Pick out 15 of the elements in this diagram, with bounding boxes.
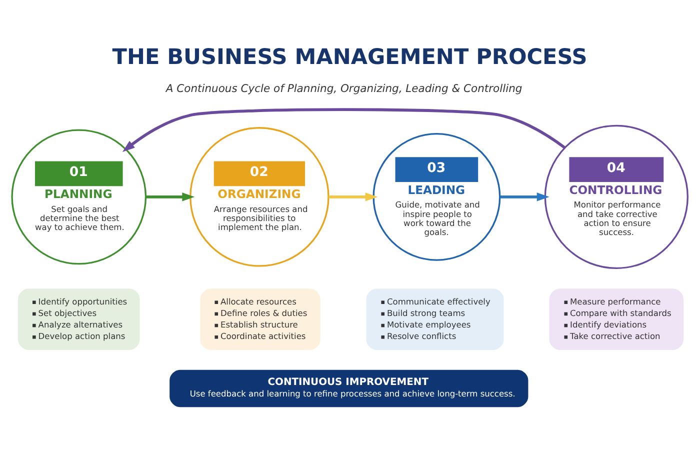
node-box: Measure performance Compare with standards Identify deviations Take corrective action bbox=[549, 288, 684, 350]
diagram-title: THE BUSINESS MANAGEMENT PROCESS bbox=[112, 44, 588, 70]
node-circle: 02 ORGANIZING Arrange resources and responsibilities to implement the plan. bbox=[190, 126, 330, 266]
arrow bbox=[500, 192, 550, 201]
node-circle: 01 PLANNING Set goals and determine the best way to achieve them. bbox=[11, 128, 147, 264]
arrow bbox=[146, 192, 195, 201]
label: A Continuous Cycle of Planning, Organizing, Leading & Controlling bbox=[166, 81, 522, 94]
node-circle: 04 CONTROLLING Monitor performance and take corrective action to ensure success. bbox=[544, 124, 688, 268]
node-box: Identify opportunities Set objectives Analyze alternatives Develop action plans bbox=[18, 288, 140, 350]
node-circle: 03 LEADING Guide, motivate and inspire people to work toward the goals. bbox=[372, 132, 501, 260]
node-box: Allocate resources Define roles & duties Establish structure Coordinate activities bbox=[200, 288, 320, 350]
arrow bbox=[122, 108, 566, 152]
node-box: CONTINUOUS IMPROVEMENT Use feedback and learning to refine processes and achieve long-term success. bbox=[170, 369, 528, 407]
arrow bbox=[328, 192, 378, 201]
node-box: Communicate effectively Build strong teams Motivate employees Resolve conflicts bbox=[366, 288, 504, 350]
